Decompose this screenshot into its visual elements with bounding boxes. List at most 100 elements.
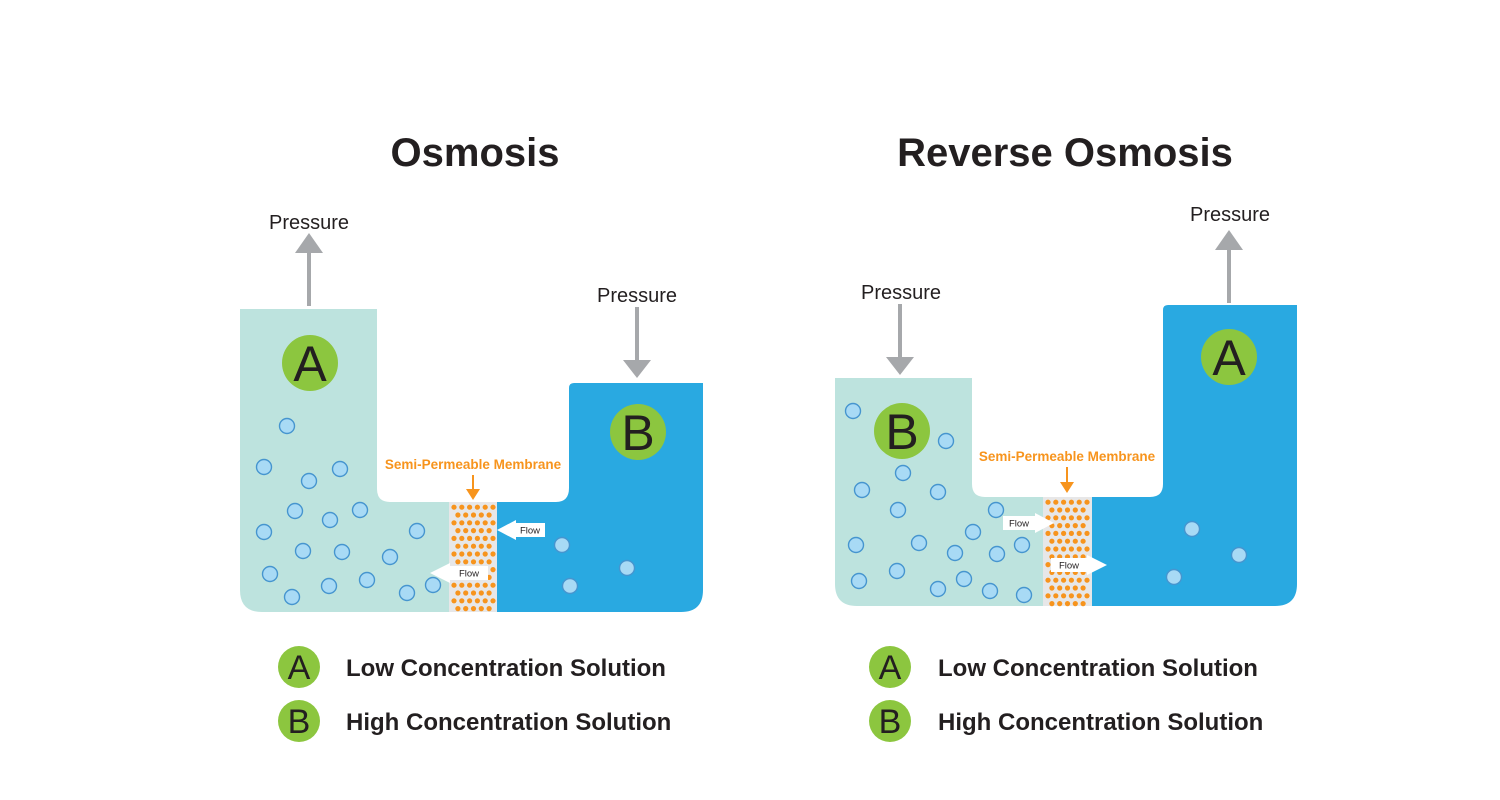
membrane-pore-dot — [1084, 499, 1090, 505]
legend-label: Low Concentration Solution — [346, 655, 666, 682]
solute-particle — [561, 577, 579, 595]
flow-arrow-lower: Flow — [1051, 555, 1107, 575]
membrane-pore-dot — [470, 606, 477, 612]
membrane-pore-dot — [482, 504, 488, 510]
membrane-pore-dot — [1049, 507, 1055, 513]
solute-particle — [946, 544, 964, 562]
solute-particle — [1013, 536, 1031, 554]
membrane-callout: Semi-Permeable Membrane — [979, 449, 1156, 493]
membrane-pore-dot — [467, 504, 473, 510]
legend-badge-letter: A — [288, 649, 311, 687]
legend: A Low Concentration Solution B High Conc… — [278, 646, 671, 742]
membrane-pore-dot — [1045, 530, 1051, 537]
membrane-pore-dot — [474, 535, 480, 542]
solute-particle — [286, 502, 304, 520]
membrane-pore-dot — [1072, 601, 1078, 607]
membrane-pore-dot — [1057, 601, 1063, 607]
badge-letter: A — [293, 336, 327, 392]
membrane-pore-dot — [1068, 530, 1074, 537]
membrane-pore-dot — [467, 551, 473, 557]
membrane-pore-dot — [474, 520, 480, 526]
legend: A Low Concentration Solution B High Conc… — [869, 646, 1263, 742]
membrane-pore-dot — [1045, 515, 1051, 521]
flow-label: Flow — [1009, 519, 1029, 530]
membrane-pore-dot — [459, 520, 465, 526]
membrane-pore-dot — [459, 551, 465, 557]
solute-particle — [255, 523, 273, 541]
membrane-pore-dot — [490, 567, 496, 573]
membrane-pore-dot — [451, 520, 457, 526]
legend-label: High Concentration Solution — [346, 709, 671, 736]
membrane-pore-dot — [1053, 530, 1059, 537]
solute-particle — [331, 460, 349, 478]
particles-dilute — [844, 402, 1033, 604]
membrane-pore-dot — [451, 551, 457, 557]
membrane-pore-dot — [1072, 585, 1078, 591]
membrane-pore-dot — [1080, 585, 1086, 591]
semi-permeable-membrane — [449, 502, 497, 612]
membrane-pore-dot — [1076, 499, 1082, 505]
membrane-pore-dot — [1061, 530, 1067, 537]
membrane-pore-dot — [486, 590, 492, 596]
membrane-pore-dot — [1076, 515, 1082, 521]
particles-concentrated — [1165, 520, 1248, 586]
solute-particle — [964, 523, 982, 541]
solute-particle — [894, 464, 912, 482]
membrane-pore-dot — [1068, 515, 1074, 521]
membrane-pore-dot — [1076, 530, 1082, 537]
membrane-pore-dot — [1084, 593, 1090, 599]
membrane-pore-dot — [482, 535, 488, 542]
reverse-osmosis-title: Reverse Osmosis — [897, 131, 1233, 175]
membrane-pore-dot — [1049, 585, 1055, 591]
membrane-pore-dot — [1045, 577, 1051, 583]
flow-arrow-upper: Flow — [497, 520, 545, 540]
membrane-pore-dot — [490, 520, 496, 526]
arrow-down-icon — [623, 360, 651, 378]
membrane-pore-dot — [490, 551, 496, 557]
membrane-label: Semi-Permeable Membrane — [979, 449, 1156, 464]
membrane-pore-dot — [490, 598, 496, 604]
concentrated-solution-container — [497, 383, 703, 612]
membrane-label: Semi-Permeable Membrane — [385, 457, 562, 472]
membrane-pore-dot — [463, 512, 469, 518]
membrane-pore-dot — [470, 512, 477, 518]
membrane-pore-dot — [459, 504, 465, 510]
container-badge-a: A — [282, 335, 338, 392]
membrane-pore-dot — [455, 606, 461, 612]
membrane-pore-dot — [1045, 562, 1051, 568]
arrow-down-icon — [1060, 482, 1074, 493]
membrane-pore-dot — [486, 528, 492, 534]
solute-particle — [888, 562, 906, 580]
flow-label: Flow — [459, 569, 479, 580]
membrane-pore-dot — [1057, 523, 1063, 529]
solute-particle — [358, 571, 376, 589]
membrane-pore-dot — [1072, 538, 1078, 544]
membrane-pore-dot — [482, 582, 488, 588]
membrane-pore-dot — [1076, 546, 1082, 552]
solute-particle — [1230, 546, 1248, 564]
badge-letter: A — [1212, 330, 1246, 386]
membrane-pore-dot — [1064, 523, 1071, 529]
solute-particle — [1165, 568, 1183, 586]
solute-particle — [937, 432, 955, 450]
solute-particle — [929, 483, 947, 501]
membrane-pore-dot — [1068, 499, 1074, 505]
membrane-pore-dot — [478, 590, 484, 596]
membrane-pore-dot — [1084, 530, 1090, 537]
membrane-pore-dot — [478, 512, 484, 518]
flow-label: Flow — [1059, 561, 1079, 572]
arrow-up-icon — [295, 233, 323, 253]
membrane-pore-dot — [1061, 515, 1067, 521]
solute-particle — [351, 501, 369, 519]
membrane-pore-dot — [463, 528, 469, 534]
membrane-pore-dot — [467, 520, 473, 526]
membrane-pore-dot — [455, 590, 461, 596]
membrane-pore-dot — [1049, 538, 1055, 544]
membrane-pore-dot — [490, 582, 496, 588]
solute-particle — [398, 584, 416, 602]
membrane-pore-dot — [455, 559, 461, 565]
membrane-pore-dot — [474, 582, 480, 588]
membrane-pore-dot — [1076, 577, 1082, 583]
membrane-pore-dot — [467, 598, 473, 604]
osmosis-diagram: Osmosis Pressure Pressure Semi-Permeable… — [240, 131, 703, 742]
